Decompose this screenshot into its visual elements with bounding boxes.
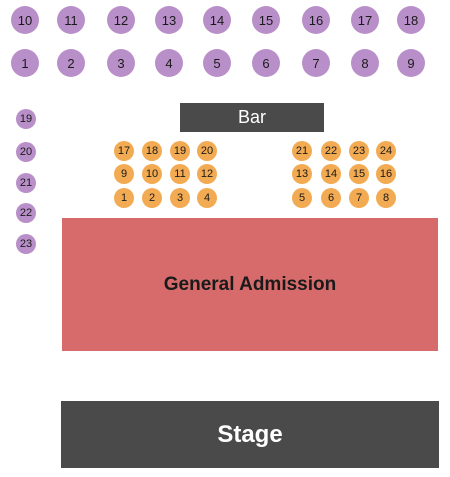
floor-table-right-22[interactable]: 22 xyxy=(321,141,341,161)
table-seat-9[interactable]: 9 xyxy=(397,49,425,77)
table-seat-18[interactable]: 18 xyxy=(397,6,425,34)
floor-table-left-11[interactable]: 11 xyxy=(170,164,190,184)
table-seat-1[interactable]: 1 xyxy=(11,49,39,77)
floor-table-left-3[interactable]: 3 xyxy=(170,188,190,208)
table-seat-13[interactable]: 13 xyxy=(155,6,183,34)
floor-table-left-17[interactable]: 17 xyxy=(114,141,134,161)
table-seat-7[interactable]: 7 xyxy=(302,49,330,77)
table-seat-12[interactable]: 12 xyxy=(107,6,135,34)
floor-table-left-20[interactable]: 20 xyxy=(197,141,217,161)
floor-table-left-2[interactable]: 2 xyxy=(142,188,162,208)
bar-area: Bar xyxy=(180,103,324,132)
side-table-20[interactable]: 20 xyxy=(16,142,36,162)
table-seat-4[interactable]: 4 xyxy=(155,49,183,77)
floor-table-right-21[interactable]: 21 xyxy=(292,141,312,161)
table-seat-5[interactable]: 5 xyxy=(203,49,231,77)
floor-table-right-8[interactable]: 8 xyxy=(376,188,396,208)
stage-area: Stage xyxy=(61,401,439,468)
table-seat-2[interactable]: 2 xyxy=(57,49,85,77)
side-table-23[interactable]: 23 xyxy=(16,234,36,254)
floor-table-right-23[interactable]: 23 xyxy=(349,141,369,161)
table-seat-3[interactable]: 3 xyxy=(107,49,135,77)
floor-table-right-24[interactable]: 24 xyxy=(376,141,396,161)
floor-table-right-7[interactable]: 7 xyxy=(349,188,369,208)
floor-table-left-10[interactable]: 10 xyxy=(142,164,162,184)
floor-table-right-15[interactable]: 15 xyxy=(349,164,369,184)
floor-table-right-14[interactable]: 14 xyxy=(321,164,341,184)
floor-table-right-13[interactable]: 13 xyxy=(292,164,312,184)
side-table-22[interactable]: 22 xyxy=(16,203,36,223)
table-seat-16[interactable]: 16 xyxy=(302,6,330,34)
side-table-19[interactable]: 19 xyxy=(16,109,36,129)
floor-table-left-18[interactable]: 18 xyxy=(142,141,162,161)
side-table-21[interactable]: 21 xyxy=(16,173,36,193)
table-seat-10[interactable]: 10 xyxy=(11,6,39,34)
table-seat-8[interactable]: 8 xyxy=(351,49,379,77)
floor-table-left-19[interactable]: 19 xyxy=(170,141,190,161)
table-seat-14[interactable]: 14 xyxy=(203,6,231,34)
general-admission-section[interactable]: General Admission xyxy=(62,218,438,351)
table-seat-17[interactable]: 17 xyxy=(351,6,379,34)
table-seat-15[interactable]: 15 xyxy=(252,6,280,34)
floor-table-left-1[interactable]: 1 xyxy=(114,188,134,208)
floor-table-right-5[interactable]: 5 xyxy=(292,188,312,208)
table-seat-11[interactable]: 11 xyxy=(57,6,85,34)
floor-table-left-9[interactable]: 9 xyxy=(114,164,134,184)
floor-table-left-12[interactable]: 12 xyxy=(197,164,217,184)
floor-table-left-4[interactable]: 4 xyxy=(197,188,217,208)
floor-table-right-6[interactable]: 6 xyxy=(321,188,341,208)
table-seat-6[interactable]: 6 xyxy=(252,49,280,77)
floor-table-right-16[interactable]: 16 xyxy=(376,164,396,184)
